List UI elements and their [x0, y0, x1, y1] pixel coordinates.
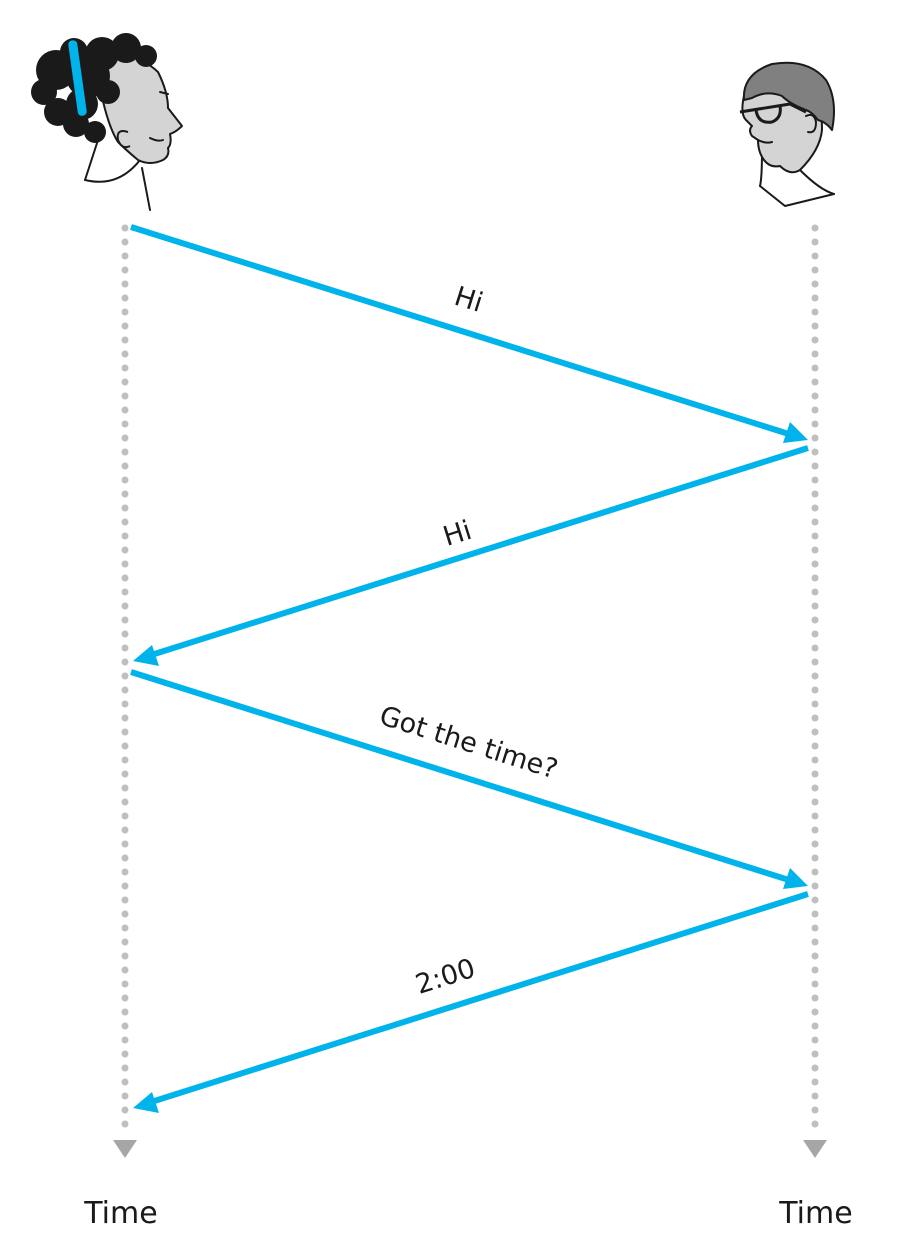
timeline-left-arrowhead — [113, 1140, 137, 1158]
message-label-2: Hi — [440, 515, 476, 553]
message-label-3: Got the time? — [376, 700, 562, 785]
time-label-left: Time — [83, 1196, 157, 1231]
message-arrow-3 — [130, 669, 808, 889]
message-arrow-4 — [133, 891, 809, 1113]
timeline-right — [803, 224, 827, 1158]
message-arrow-2 — [133, 445, 809, 666]
message-label-4: 2:00 — [412, 953, 479, 1001]
timeline-right-arrowhead — [803, 1140, 827, 1158]
woman-profile-icon — [31, 33, 183, 211]
man-with-glasses-profile-icon — [739, 61, 835, 207]
timeline-left — [113, 224, 137, 1158]
message-label-1: Hi — [451, 281, 487, 319]
message-arrow-1 — [130, 224, 808, 443]
time-label-right: Time — [778, 1196, 852, 1231]
